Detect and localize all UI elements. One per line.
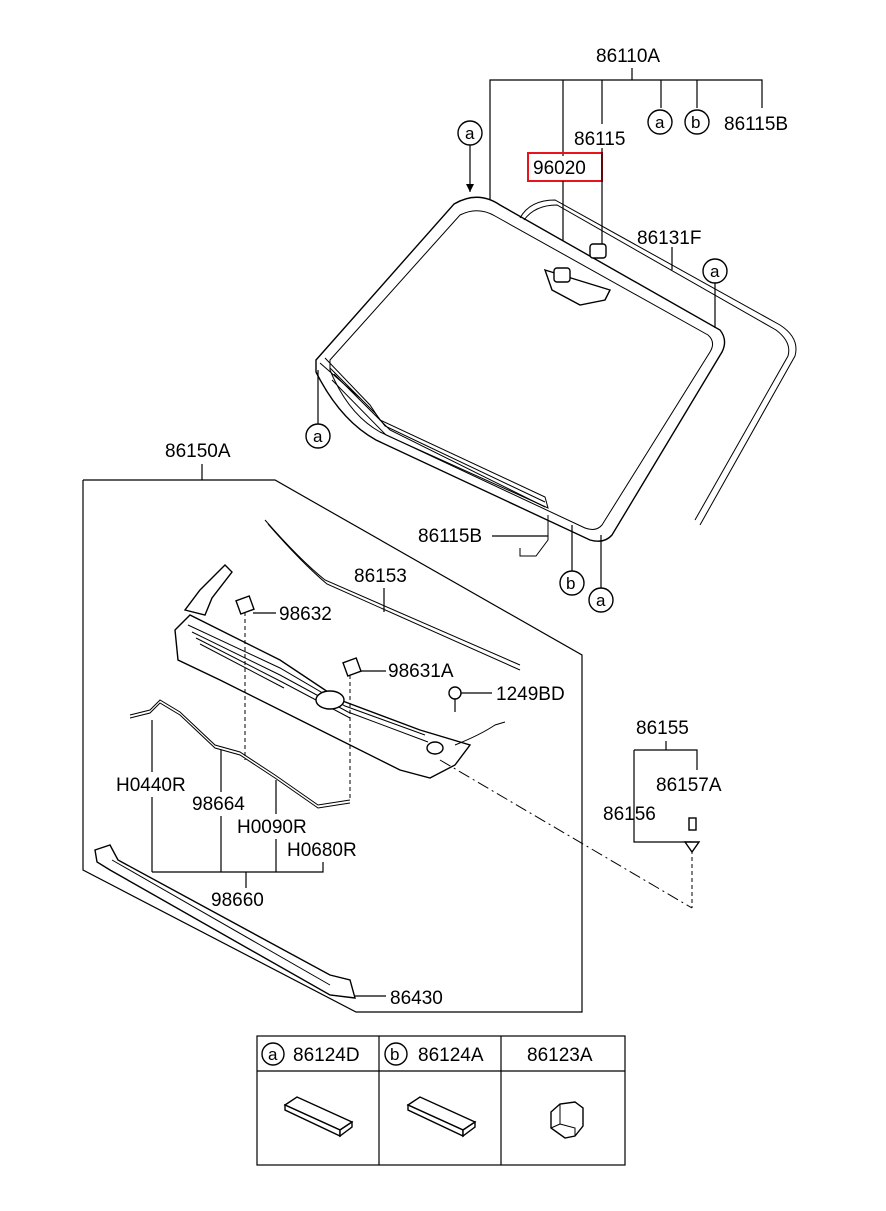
- label-86115: 86115: [574, 129, 625, 150]
- svg-text:a: a: [465, 124, 475, 143]
- svg-text:a: a: [655, 113, 665, 132]
- label-1249bd: 1249BD: [496, 684, 565, 705]
- clip-icon-86123a: [550, 1101, 584, 1139]
- label-96020: 96020: [533, 158, 586, 179]
- label-86110a: 86110A: [596, 46, 660, 67]
- washer-hoses: [129, 699, 351, 809]
- cowl-assembly-box: 86150A: [82, 441, 583, 1013]
- hose-callout-tree: H0440R 98664 H0090R H0680R 98660: [116, 720, 357, 911]
- clip-assembly-86155: 86155 86157A 86156: [603, 718, 722, 854]
- mirror-bracket-86115: [589, 243, 607, 259]
- svg-text:a: a: [710, 262, 720, 281]
- svg-text:b: b: [566, 574, 575, 593]
- moulding-86131f: 86131F: [519, 199, 797, 526]
- label-98632: 98632: [279, 604, 332, 625]
- clip-86115b: 86115B: [418, 515, 549, 557]
- callout-a-top: [647, 109, 673, 135]
- label-86156: 86156: [603, 804, 656, 825]
- label-86115b-lower: 86115B: [418, 526, 482, 547]
- callout-b-top: [684, 109, 710, 135]
- leader-dash: [439, 759, 693, 909]
- legend-86124a: 86124A: [418, 1045, 484, 1066]
- windshield-callouts: a a a b a: [305, 120, 728, 613]
- nozzle-98632: 98632: [235, 595, 332, 760]
- sensor-96020: [553, 267, 571, 283]
- label-98660: 98660: [211, 890, 264, 911]
- label-86131f: 86131F: [637, 228, 701, 249]
- windshield-leader-tree: 86110A a b 86115B 86115 96020: [489, 46, 788, 268]
- cowl-seal-86153: 86153: [264, 519, 521, 671]
- legend-86123a: 86123A: [527, 1045, 593, 1066]
- weatherstrip-86430: 86430: [94, 844, 443, 1009]
- legend-86124d: 86124D: [293, 1045, 360, 1066]
- nozzle-98631a: 98631A: [342, 657, 454, 800]
- legend-b-letter: b: [390, 1045, 399, 1064]
- label-86155: 86155: [636, 718, 689, 739]
- legend-table: a 86124D b 86124A 86123A: [256, 1035, 626, 1166]
- legend-a-letter: a: [268, 1045, 278, 1064]
- svg-text:a: a: [596, 591, 606, 610]
- label-h0440r: H0440R: [116, 775, 186, 796]
- label-86115b-top: 86115B: [724, 114, 788, 135]
- windshield-glass: [315, 196, 726, 542]
- label-86157a: 86157A: [656, 775, 722, 796]
- svg-text:b: b: [691, 113, 700, 132]
- label-86150a: 86150A: [165, 441, 231, 462]
- label-86153: 86153: [354, 566, 407, 587]
- label-h0680r: H0680R: [287, 840, 357, 861]
- bolt-1249bd: 1249BD: [448, 684, 565, 746]
- label-98664: 98664: [192, 794, 245, 815]
- cowl-panel: [174, 564, 472, 779]
- svg-text:a: a: [313, 427, 323, 446]
- label-98631a: 98631A: [388, 661, 454, 682]
- label-86430: 86430: [390, 988, 443, 1009]
- label-h0090r: H0090R: [237, 817, 307, 838]
